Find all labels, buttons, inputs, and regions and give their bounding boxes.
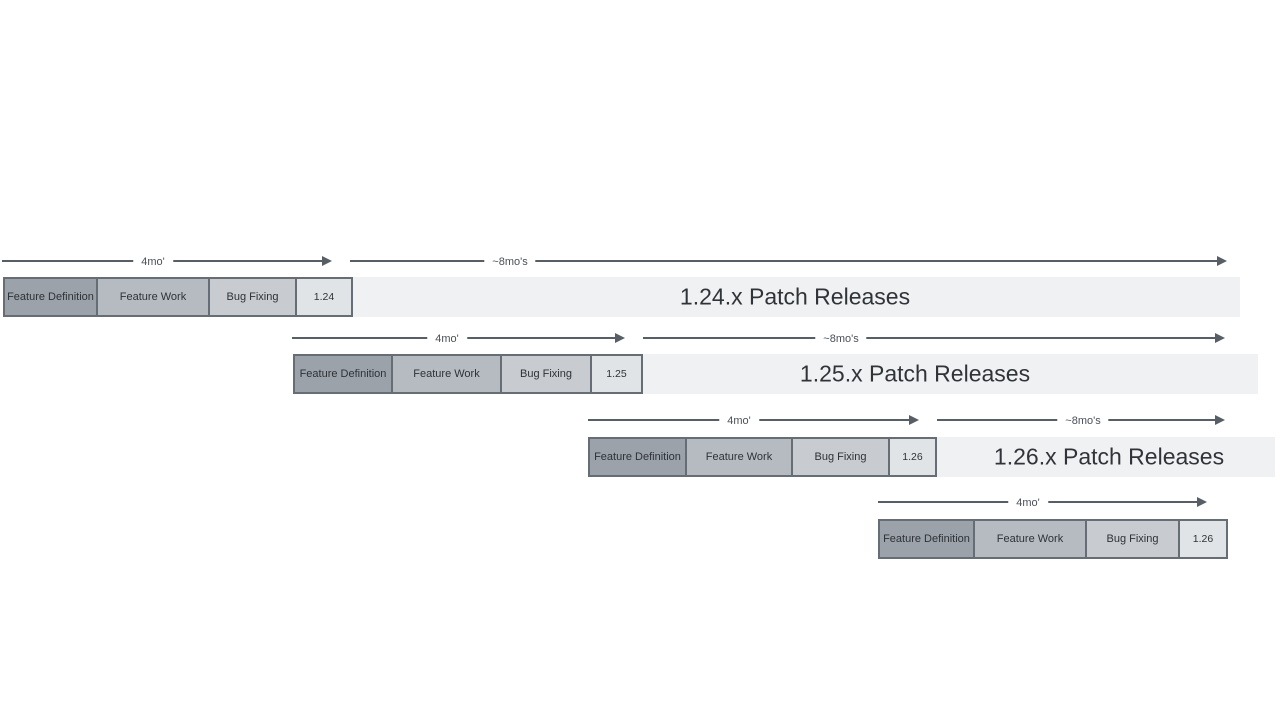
version-box: 1.26 — [888, 437, 937, 477]
patch-releases-bar: 1.24.x Patch Releases — [353, 277, 1240, 317]
phase-label: Feature Work — [996, 532, 1064, 545]
phase-label: Feature Work — [705, 450, 773, 463]
phase-label: Feature Work — [119, 290, 187, 303]
phase-box-feature-definition: Feature Definition — [3, 277, 98, 317]
phase-label: Bug Fixing — [226, 290, 279, 303]
phase-label: Feature Work — [413, 367, 480, 380]
patch-duration-label: ~8mo's — [484, 253, 536, 271]
phase-box-feature-work: Feature Work — [685, 437, 793, 477]
phase-label: Bug Fixing — [520, 367, 572, 380]
patch-duration-arrow: ~8mo's — [350, 253, 1227, 271]
cycle-duration-arrow: 4mo' — [2, 253, 332, 271]
phase-box-feature-work: Feature Work — [973, 519, 1087, 559]
phase-label: Feature Definition — [299, 367, 387, 380]
version-label: 1.25 — [606, 367, 627, 380]
patch-title: 1.26.x Patch Releases — [993, 443, 1225, 470]
cycle-duration-arrow: 4mo' — [878, 494, 1207, 512]
phase-box-feature-definition: Feature Definition — [588, 437, 687, 477]
version-box: 1.25 — [590, 354, 643, 394]
phase-label: Feature Definition — [883, 532, 970, 545]
patch-releases-bar: 1.25.x Patch Releases — [643, 354, 1258, 394]
cycle-duration-label: 4mo' — [427, 330, 467, 348]
phase-box-bug-fixing: Bug Fixing — [1085, 519, 1180, 559]
phase-label: Bug Fixing — [1106, 532, 1159, 545]
cycle-duration-label: 4mo' — [719, 412, 759, 430]
phase-box-feature-definition: Feature Definition — [878, 519, 975, 559]
phase-label: Feature Definition — [7, 290, 94, 303]
phase-label: Bug Fixing — [814, 450, 867, 463]
phase-box-feature-work: Feature Work — [391, 354, 502, 394]
patch-title: 1.25.x Patch Releases — [799, 360, 1031, 387]
cycle-duration-arrow: 4mo' — [588, 412, 919, 430]
patch-duration-arrow: ~8mo's — [643, 330, 1225, 348]
cycle-duration-label: 4mo' — [1008, 494, 1048, 512]
phase-box-feature-definition: Feature Definition — [293, 354, 393, 394]
phase-label: Feature Definition — [594, 450, 681, 463]
cycle-duration-arrow: 4mo' — [292, 330, 625, 348]
patch-title: 1.24.x Patch Releases — [679, 283, 911, 310]
patch-duration-label: ~8mo's — [815, 330, 867, 348]
version-label: 1.24 — [313, 290, 335, 303]
version-box: 1.24 — [295, 277, 353, 317]
version-label: 1.26 — [1192, 532, 1214, 545]
version-box: 1.26 — [1178, 519, 1228, 559]
patch-duration-label: ~8mo's — [1057, 412, 1109, 430]
patch-duration-arrow: ~8mo's — [937, 412, 1225, 430]
cycle-duration-label: 4mo' — [133, 253, 173, 271]
phase-box-bug-fixing: Bug Fixing — [500, 354, 592, 394]
version-label: 1.26 — [902, 450, 923, 463]
phase-box-feature-work: Feature Work — [96, 277, 210, 317]
phase-box-bug-fixing: Bug Fixing — [208, 277, 297, 317]
phase-box-bug-fixing: Bug Fixing — [791, 437, 890, 477]
patch-releases-bar: 1.26.x Patch Releases — [937, 437, 1275, 477]
